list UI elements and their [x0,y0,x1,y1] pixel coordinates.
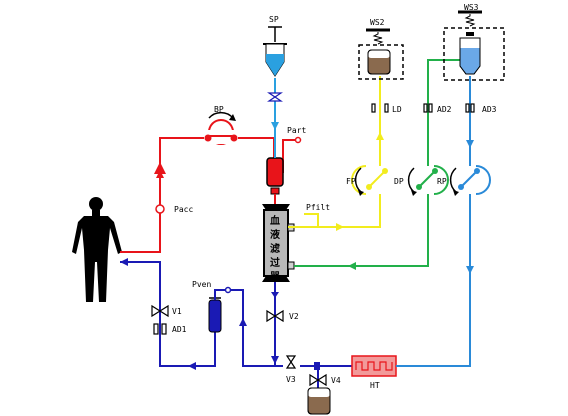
dialysate-pump[interactable] [407,165,449,196]
venous-flow-arrow [271,356,279,364]
ad3-label: AD3 [482,105,497,114]
v3-label: V3 [286,375,296,384]
filter-char-5: 器 [269,271,281,283]
venous-outlet-cap [271,292,279,298]
dialysate-flow-arrow [348,262,356,270]
syringe-pump-icon[interactable] [263,26,287,77]
ht-label: HT [370,381,380,390]
replacement-down-arrow [466,140,474,148]
filter-char-1: 血 [270,214,280,227]
arterial-bubble-chamber [266,157,284,204]
fp-label: FP [346,177,356,186]
blood-pump[interactable] [204,111,238,145]
pacc-label: Pacc [174,205,193,214]
filtrate-up-arrow [376,132,384,140]
pven-pressure-sensor[interactable] [224,286,232,294]
dp-label: DP [394,177,404,186]
replacement-pump[interactable] [449,165,491,196]
pacc-pressure-sensor[interactable] [155,204,165,214]
heater-icon[interactable] [351,355,397,377]
ad2-air-detector-icon[interactable] [423,103,433,113]
venous-bubble-chamber [208,290,222,333]
ad1-air-detector-icon[interactable] [153,323,167,335]
waste-bag [307,387,331,415]
ld-leak-detector-icon[interactable] [371,103,389,113]
ws3-scale-icon [443,10,505,81]
v2-valve-icon[interactable] [266,309,284,323]
venous-line [120,261,352,367]
filtrate-flow-arrow [336,223,344,231]
v2-label: V2 [289,312,299,321]
arterial-flow-arrow-head [156,170,164,178]
filter-char-4: 过 [270,256,280,269]
v3-valve-icon[interactable] [285,355,297,369]
hemofilter: 血 液 滤 过 器 [262,204,295,283]
rp-label: RP [437,177,447,186]
pfilt-label: Pfilt [306,203,330,212]
filtrate-pump[interactable] [351,165,388,196]
filter-char-3: 滤 [270,242,280,255]
part-label: Part [287,126,306,135]
filter-char-2: 液 [270,228,280,241]
ws2-label: WS2 [370,18,385,27]
heparin-flow-arrow [271,122,279,130]
v1-label: V1 [172,307,182,316]
v4-valve-icon[interactable] [309,373,327,387]
sp-label: SP [269,15,279,24]
ad2-label: AD2 [437,105,452,114]
v4-label: V4 [331,376,341,385]
heparin-valve-icon[interactable] [267,92,283,102]
patient-silhouette-icon [72,197,122,302]
ws3-label: WS3 [464,3,479,12]
pven-label: Pven [192,280,211,289]
replacement-line [396,76,471,367]
ad1-label: AD1 [172,325,187,334]
venous-left-arrow [188,362,196,370]
v1-valve-icon[interactable] [151,304,169,318]
filtrate-line [288,76,381,228]
venous-up-arrow [239,318,247,326]
part-pressure-sensor[interactable] [294,136,302,144]
ad3-air-detector-icon[interactable] [465,103,475,113]
bp-label: BP [214,105,224,114]
ws2-scale-icon [358,28,404,80]
replacement-down-arrow-2 [466,266,474,274]
ld-label: LD [392,105,402,114]
venous-return-arrow [120,258,128,266]
dialysate-line [294,59,470,267]
